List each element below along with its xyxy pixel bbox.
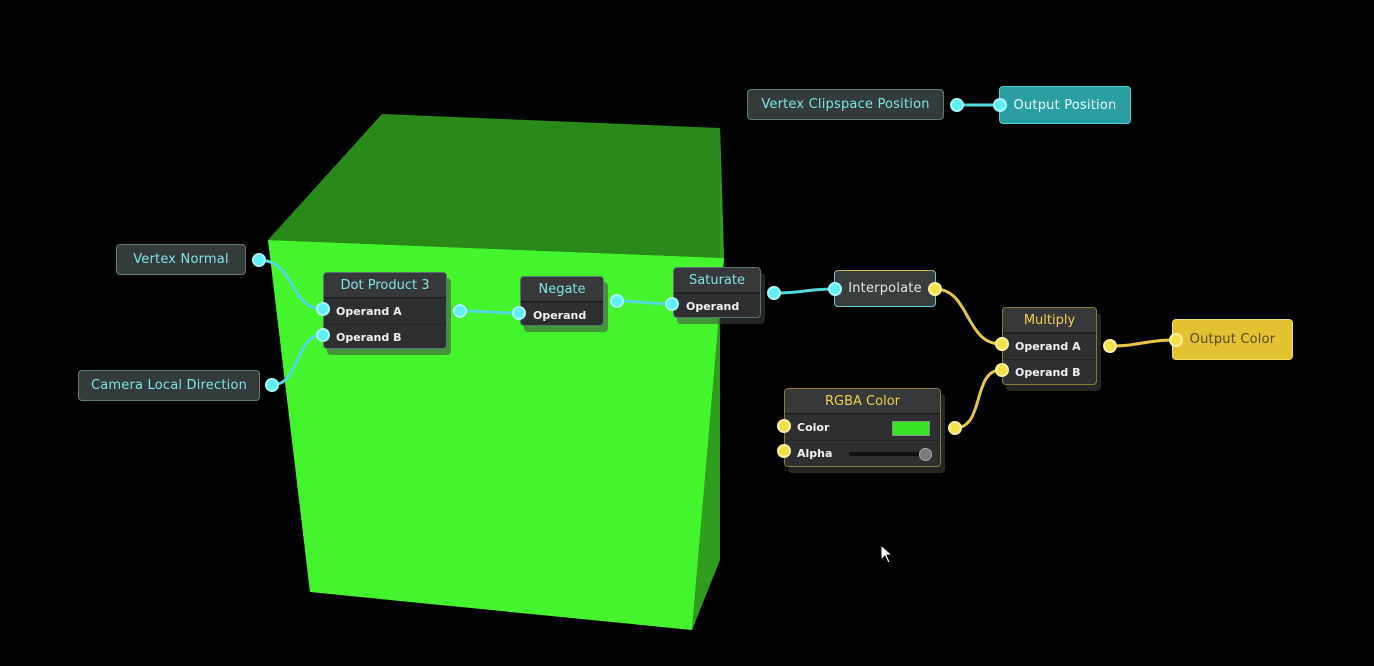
output-position-label: Output Position (1013, 97, 1117, 113)
multiply-title: Multiply (1003, 308, 1096, 333)
dot-product-operand-b: Operand B (324, 324, 446, 350)
multiply-input-a-port[interactable] (995, 337, 1009, 351)
operand-b-label: Operand B (1015, 366, 1081, 379)
dot-product-input-a-port[interactable] (316, 302, 330, 316)
multiply-node[interactable]: Multiply Operand A Operand B (1002, 307, 1097, 385)
dot-product-operand-a: Operand A (324, 298, 446, 324)
negate-output-port[interactable] (610, 294, 624, 308)
output-position-input-port[interactable] (993, 98, 1007, 112)
operand-a-label: Operand A (336, 305, 402, 318)
negate-node[interactable]: Negate Operand (520, 276, 604, 326)
cube-top-face (268, 114, 724, 258)
color-swatch[interactable] (892, 421, 930, 436)
output-color-input-port[interactable] (1169, 333, 1183, 347)
saturate-node[interactable]: Saturate Operand (673, 267, 761, 318)
camera-local-direction-label: Camera Local Direction (90, 378, 248, 393)
alpha-slider[interactable] (849, 448, 932, 461)
operand-a-label: Operand A (1015, 340, 1081, 353)
multiply-output-port[interactable] (1103, 339, 1117, 353)
multiply-operand-b: Operand B (1003, 359, 1096, 385)
dot-product-input-b-port[interactable] (316, 328, 330, 342)
vertex-clipspace-position-label: Vertex Clipspace Position (761, 97, 930, 112)
dot-product-title: Dot Product 3 (324, 273, 446, 298)
color-label: Color (797, 421, 830, 434)
rgba-color-title: RGBA Color (785, 389, 940, 414)
output-color-node[interactable]: Output Color (1172, 319, 1293, 360)
operand-label: Operand (533, 309, 587, 322)
rgba-color-alpha-row: Alpha (785, 440, 940, 466)
vertex-clipspace-output-port[interactable] (950, 98, 964, 112)
rgba-color-color-row: Color (785, 414, 940, 440)
operand-label: Operand (686, 300, 740, 313)
negate-input-port[interactable] (512, 306, 526, 320)
output-color-label: Output Color (1189, 332, 1276, 347)
saturate-title: Saturate (674, 268, 760, 293)
negate-title: Negate (521, 277, 603, 302)
cube-right-face (692, 128, 724, 630)
interpolate-label: Interpolate (848, 281, 922, 296)
vertex-normal-label: Vertex Normal (133, 252, 229, 267)
multiply-input-b-port[interactable] (995, 363, 1009, 377)
multiply-operand-a: Operand A (1003, 333, 1096, 359)
interpolate-output-port[interactable] (928, 282, 942, 296)
interpolate-node[interactable]: Interpolate (834, 270, 936, 307)
dot-product-node[interactable]: Dot Product 3 Operand A Operand B (323, 272, 447, 349)
saturate-input-port[interactable] (665, 297, 679, 311)
vertex-clipspace-position-node[interactable]: Vertex Clipspace Position (747, 89, 944, 120)
rgba-alpha-input-port[interactable] (777, 444, 791, 458)
interpolate-input-port[interactable] (828, 282, 842, 296)
rgba-color-output-port[interactable] (948, 421, 962, 435)
vertex-normal-output-port[interactable] (252, 253, 266, 267)
rgba-color-input-port[interactable] (777, 419, 791, 433)
output-position-node[interactable]: Output Position (999, 86, 1131, 124)
rgba-color-node[interactable]: RGBA Color Color Alpha (784, 388, 941, 467)
alpha-slider-handle[interactable] (919, 448, 932, 461)
dot-product-output-port[interactable] (453, 304, 467, 318)
operand-b-label: Operand B (336, 331, 402, 344)
vertex-normal-node[interactable]: Vertex Normal (116, 244, 246, 275)
mouse-pointer-icon (880, 544, 894, 564)
negate-operand: Operand (521, 302, 603, 328)
camera-local-direction-node[interactable]: Camera Local Direction (78, 370, 260, 401)
camera-local-direction-output-port[interactable] (265, 378, 279, 392)
alpha-label: Alpha (797, 447, 833, 460)
saturate-output-port[interactable] (767, 286, 781, 300)
saturate-operand: Operand (674, 293, 760, 319)
